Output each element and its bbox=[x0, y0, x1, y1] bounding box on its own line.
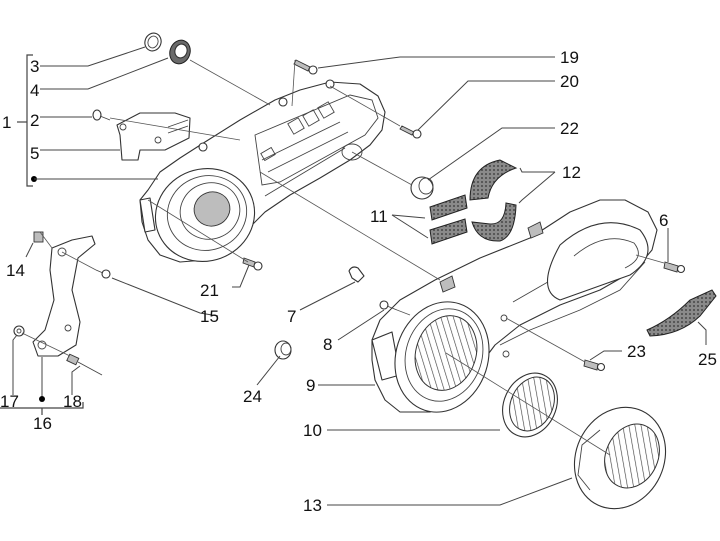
rubber-pads[interactable] bbox=[429, 194, 468, 245]
callout-12[interactable]: 12 bbox=[562, 163, 581, 182]
callout-19[interactable]: 19 bbox=[560, 48, 579, 67]
screw-part-19[interactable] bbox=[293, 59, 318, 75]
screw-part-6[interactable] bbox=[663, 261, 686, 274]
screw-part-8[interactable] bbox=[379, 300, 398, 311]
callout-15[interactable]: 15 bbox=[200, 307, 219, 326]
callout-22[interactable]: 22 bbox=[560, 119, 579, 138]
callout-14[interactable]: 14 bbox=[6, 261, 25, 280]
washer[interactable] bbox=[13, 325, 25, 337]
callout-3[interactable]: 3 bbox=[30, 57, 39, 76]
pin[interactable] bbox=[66, 353, 103, 376]
assembly-axes bbox=[21, 59, 665, 456]
callout-1[interactable]: 1 bbox=[2, 113, 11, 132]
callout-10[interactable]: 10 bbox=[303, 421, 322, 440]
bracket-assembly[interactable] bbox=[32, 235, 96, 357]
callout-4[interactable]: 4 bbox=[30, 81, 39, 100]
callout-7[interactable]: 7 bbox=[287, 307, 296, 326]
clip[interactable] bbox=[33, 231, 44, 243]
callout-9[interactable]: 9 bbox=[306, 376, 315, 395]
callout-8[interactable]: 8 bbox=[323, 335, 332, 354]
callout-2[interactable]: 2 bbox=[30, 111, 39, 130]
trim-strip[interactable] bbox=[646, 289, 717, 337]
callout-23[interactable]: 23 bbox=[627, 342, 646, 361]
bushing[interactable] bbox=[410, 176, 434, 200]
leader-lines bbox=[0, 46, 707, 506]
callout-24[interactable]: 24 bbox=[243, 387, 262, 406]
callout-labels: 1 2 3 4 5 6 7 8 9 10 11 12 13 14 15 16 1… bbox=[0, 48, 717, 515]
snap-ring[interactable] bbox=[142, 31, 163, 53]
callout-16[interactable]: 16 bbox=[33, 414, 52, 433]
callout-21[interactable]: 21 bbox=[200, 281, 219, 300]
screw-part-20[interactable] bbox=[399, 125, 422, 139]
screw-part-23[interactable] bbox=[583, 359, 606, 372]
screw-part-21[interactable] bbox=[242, 257, 263, 271]
hose-clamp[interactable] bbox=[274, 340, 292, 360]
callout-6[interactable]: 6 bbox=[659, 211, 668, 230]
callout-13[interactable]: 13 bbox=[303, 496, 322, 515]
callout-5[interactable]: 5 bbox=[30, 144, 39, 163]
inner-transmission-cover[interactable] bbox=[139, 79, 386, 275]
cover-plate[interactable] bbox=[116, 112, 191, 161]
callout-25[interactable]: 25 bbox=[698, 350, 717, 369]
screw-part-15[interactable] bbox=[95, 269, 111, 279]
rubber-blocks[interactable] bbox=[469, 159, 518, 242]
callout-11[interactable]: 11 bbox=[370, 207, 388, 226]
callout-17[interactable]: 17 bbox=[0, 392, 19, 411]
bearing[interactable] bbox=[166, 37, 193, 66]
air-intake-cover[interactable] bbox=[558, 392, 682, 523]
screw-part-2[interactable] bbox=[92, 109, 111, 121]
callout-18[interactable]: 18 bbox=[63, 392, 82, 411]
callout-20[interactable]: 20 bbox=[560, 72, 579, 91]
cable-clip[interactable] bbox=[348, 266, 365, 283]
